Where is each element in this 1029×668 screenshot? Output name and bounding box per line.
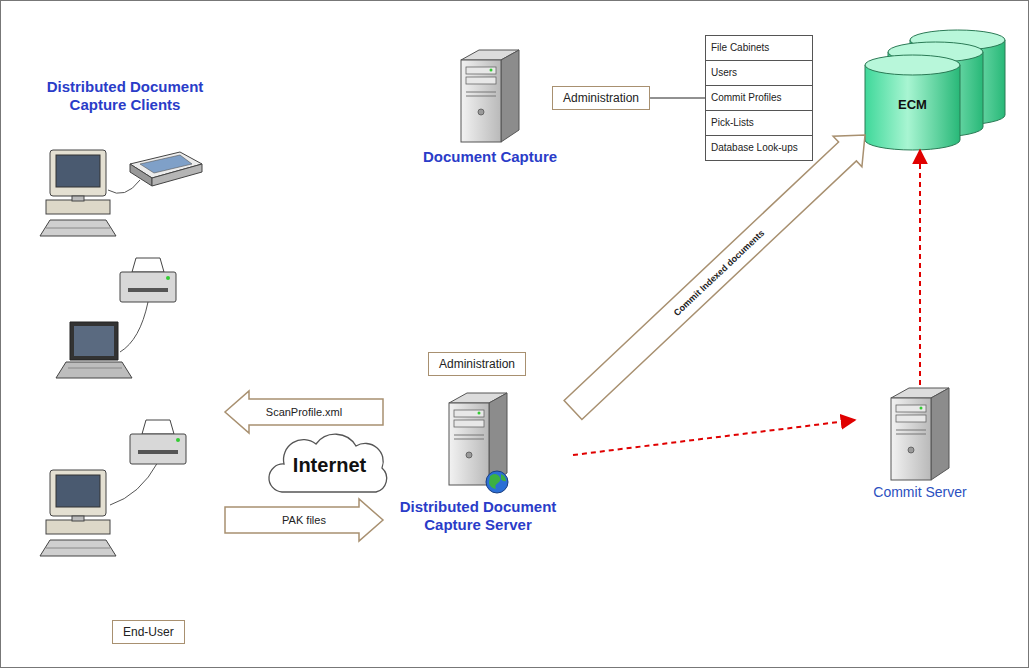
server-node: Document Capture [410,48,570,166]
node-text: ECM [865,97,960,112]
list-table: File CabinetsUsersCommit ProfilesPick-Li… [705,35,813,161]
node-text: Distributed Document Capture Clients [25,78,225,114]
flow-arrow [564,135,865,420]
server-icon [461,50,519,142]
flow-arrow [225,391,383,433]
user-box: End-User [112,620,185,644]
edge-label: Commit Indexed documents [670,226,767,319]
client-group: Distributed Document Capture Clients [25,78,225,590]
node-text: Distributed Document Capture Server [383,498,573,534]
node-text: Administration [439,357,515,371]
server-node: Distributed Document Capture Server [383,390,573,534]
server-node: Commit Server [855,385,985,501]
node-text: Document Capture [410,148,570,166]
globe-icon [486,471,508,493]
cloud-node: Internet [262,432,397,500]
client-devices [40,150,202,556]
node-text: Users [706,61,812,86]
node-text: Pick-Lists [706,111,812,136]
node-text: Administration [563,91,639,105]
connector-line [650,98,705,99]
node-text: Commit Server [855,484,985,501]
edge-label: ScanProfile.xml [264,406,344,418]
node-text: Commit Profiles [706,86,812,111]
node-text: File Cabinets [706,36,812,61]
dashed-arrow [573,420,855,455]
server-icon [891,388,949,480]
node-text: Database Look-ups [706,136,812,160]
flow-arrow [225,499,383,541]
ecm-cylinders [865,30,1005,150]
admin-box: Administration [428,352,526,376]
node-text: End-User [123,625,174,639]
database-node: ECM [865,30,1005,150]
dashed-arrow [919,150,921,385]
admin-box: Administration [552,86,650,110]
edge-label: PAK files [280,514,328,526]
node-text: Internet [262,454,397,477]
